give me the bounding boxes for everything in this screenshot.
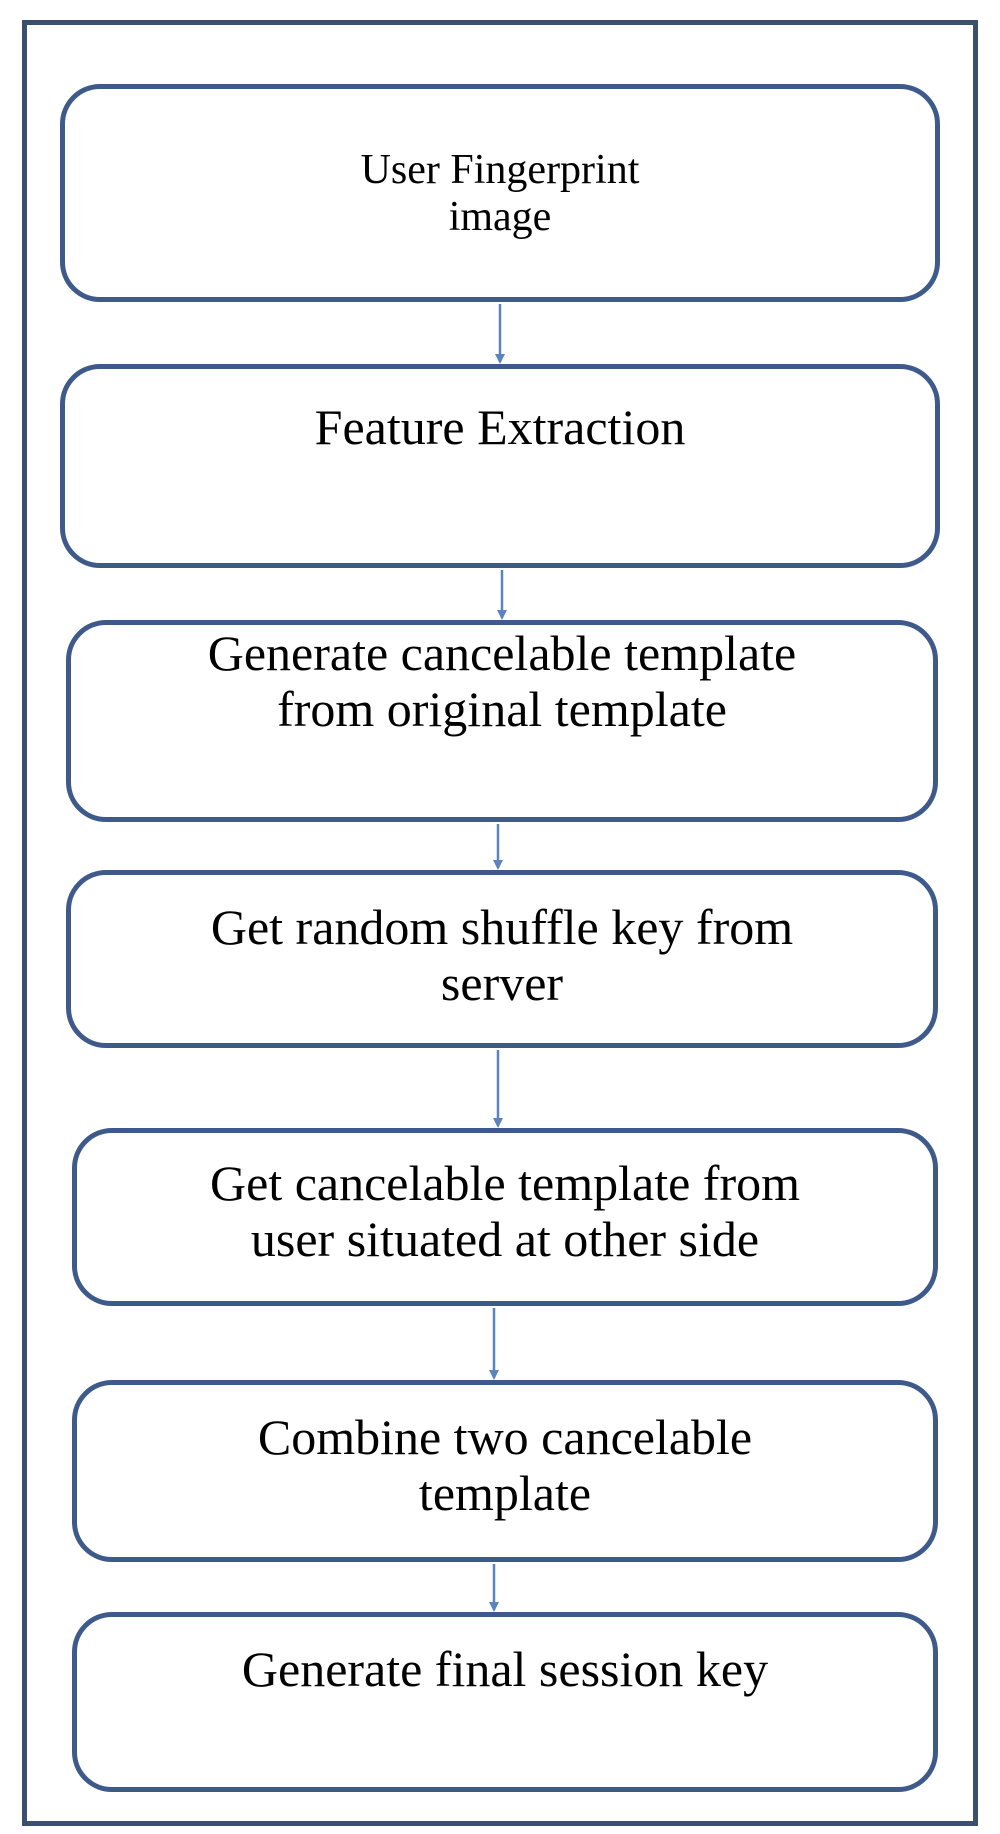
step-label: User Fingerprint image [360, 147, 640, 241]
step-label: Get random shuffle key from server [210, 899, 794, 1011]
step-label: Combine two cancelable template [257, 1409, 753, 1521]
step-label: Get cancelable template from user situat… [210, 1155, 800, 1267]
diagram-frame [22, 20, 978, 1826]
step-feature-extraction: Feature Extraction [60, 364, 940, 568]
step-label: Generate final session key [241, 1641, 769, 1697]
step-label: Feature Extraction [314, 399, 686, 455]
step-user-fingerprint-image: User Fingerprint image [60, 84, 940, 302]
step-get-cancelable-template-from-user: Get cancelable template from user situat… [72, 1128, 938, 1306]
step-combine-two-cancelable-template: Combine two cancelable template [72, 1380, 938, 1562]
step-generate-cancelable-template: Generate cancelable template from origin… [66, 620, 938, 822]
step-generate-final-session-key: Generate final session key [72, 1612, 938, 1792]
step-label: Generate cancelable template from origin… [207, 625, 797, 737]
step-get-random-shuffle-key: Get random shuffle key from server [66, 870, 938, 1048]
